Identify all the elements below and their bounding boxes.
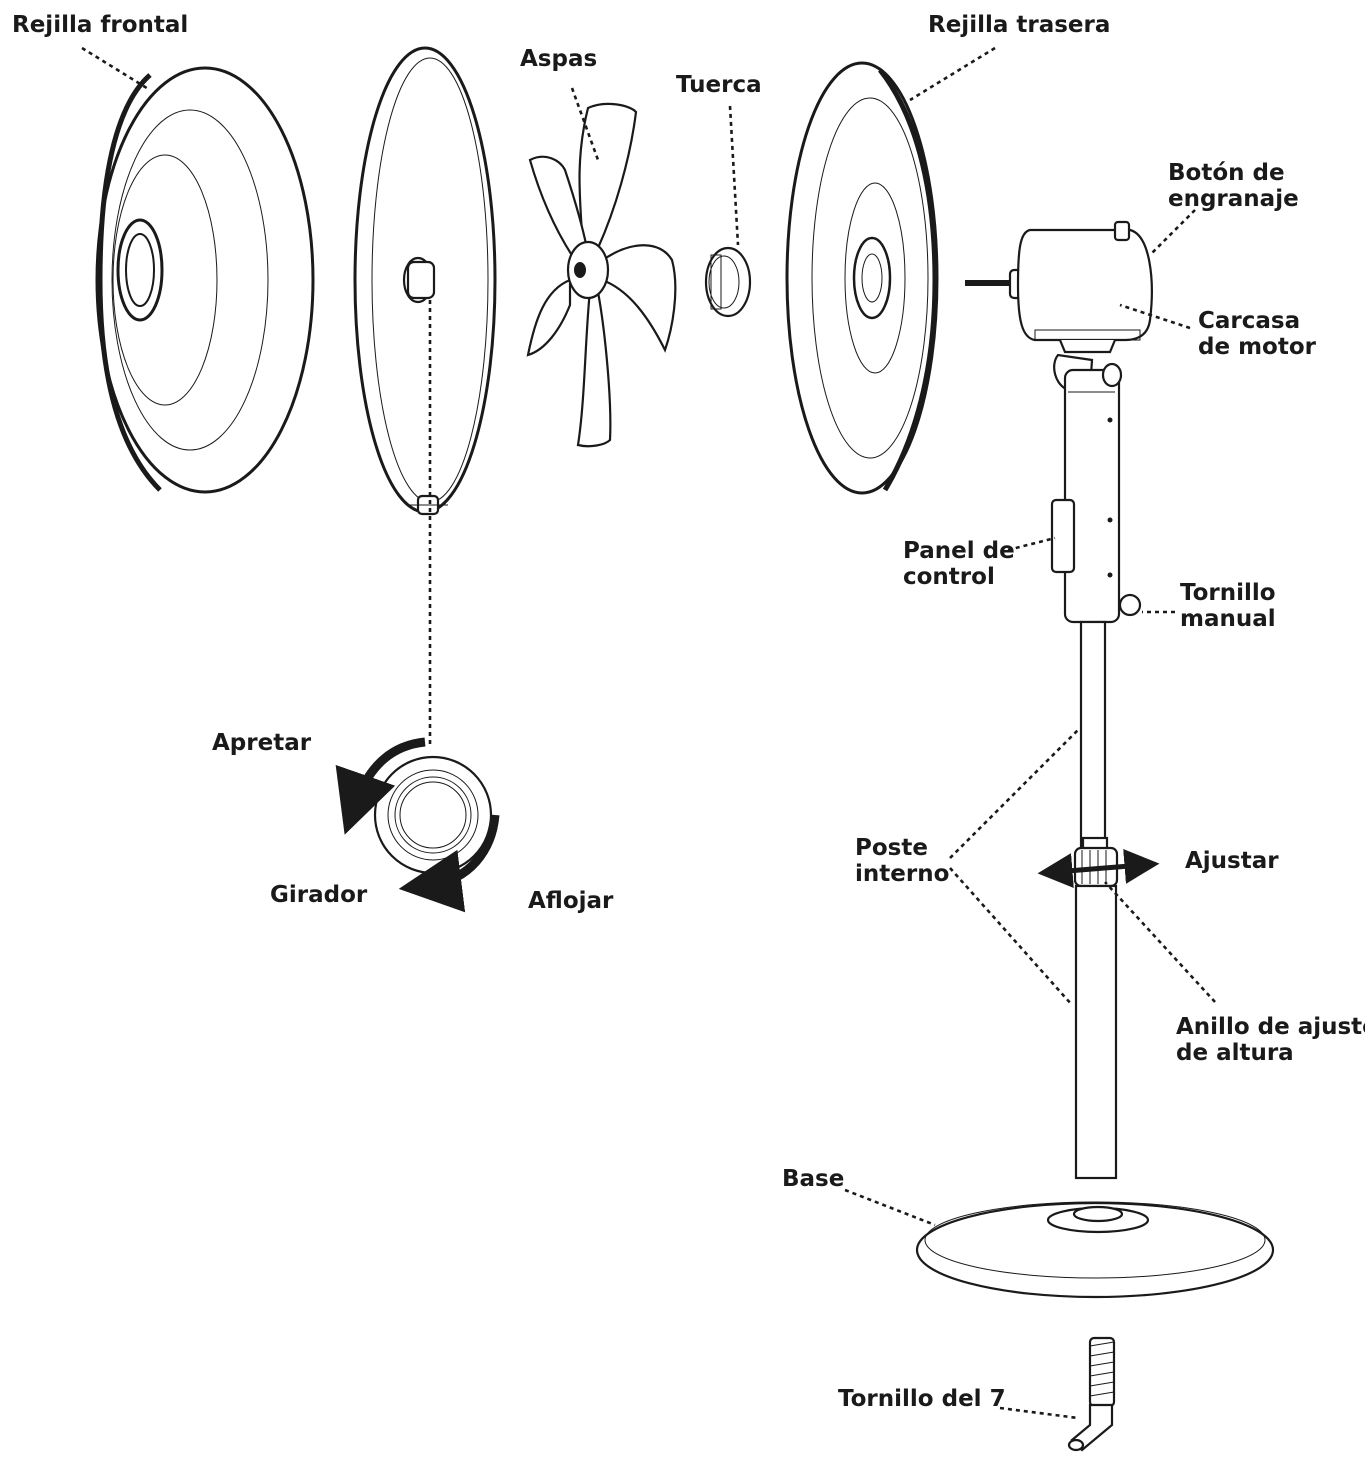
base	[915, 1201, 1275, 1299]
stand-upper	[1050, 353, 1142, 624]
label-tornillo-7: Tornillo del 7	[838, 1386, 1006, 1412]
label-tuerca: Tuerca	[676, 72, 762, 98]
label-carcasa-motor: Carcasa de motor	[1198, 308, 1316, 360]
label-apretar: Apretar	[212, 730, 312, 756]
fan-blades	[526, 102, 677, 448]
label-poste-line2: interno	[855, 861, 950, 887]
label-base: Base	[782, 1166, 845, 1192]
label-panel-line2: control	[903, 564, 995, 590]
grille-ring	[353, 46, 497, 516]
label-carcasa-line1: Carcasa	[1198, 308, 1301, 334]
label-rejilla-frontal: Rejilla frontal	[12, 12, 189, 38]
tighten-arrow-icon	[335, 737, 426, 835]
loosen-arrow-icon	[398, 814, 500, 913]
label-boton-line2: engranaje	[1168, 186, 1299, 212]
label-panel-line1: Panel de	[903, 538, 1015, 564]
label-girador: Girador	[270, 882, 368, 908]
label-panel-control: Panel de control	[903, 538, 1015, 590]
label-ajustar: Ajustar	[1185, 848, 1279, 874]
label-boton-engranaje: Botón de engranaje	[1168, 160, 1299, 212]
rotator-knob	[373, 755, 493, 875]
motor-housing	[965, 220, 1153, 354]
label-anillo-line2: de altura	[1176, 1040, 1294, 1066]
rear-grille	[785, 61, 939, 495]
base-screw	[1067, 1336, 1116, 1452]
label-poste-line1: Poste	[855, 835, 928, 861]
label-poste-interno: Poste interno	[855, 835, 949, 887]
label-carcasa-line2: de motor	[1198, 334, 1316, 360]
label-rejilla-trasera: Rejilla trasera	[928, 12, 1111, 38]
label-tornillo-manual-line2: manual	[1180, 606, 1276, 632]
label-aflojar: Aflojar	[528, 888, 614, 914]
label-anillo-ajuste: Anillo de ajuste de altura	[1176, 1014, 1365, 1066]
inner-pole	[1073, 620, 1119, 1180]
label-tornillo-manual: Tornillo manual	[1180, 580, 1276, 632]
adjust-double-arrow-icon	[1037, 848, 1160, 889]
front-grille	[95, 66, 315, 494]
label-anillo-line1: Anillo de ajuste	[1176, 1014, 1365, 1040]
label-tornillo-manual-line1: Tornillo	[1180, 580, 1276, 606]
label-aspas: Aspas	[520, 46, 598, 72]
label-boton-line1: Botón de	[1168, 160, 1285, 186]
nut	[704, 246, 752, 318]
leader-lines	[81, 46, 1216, 1420]
